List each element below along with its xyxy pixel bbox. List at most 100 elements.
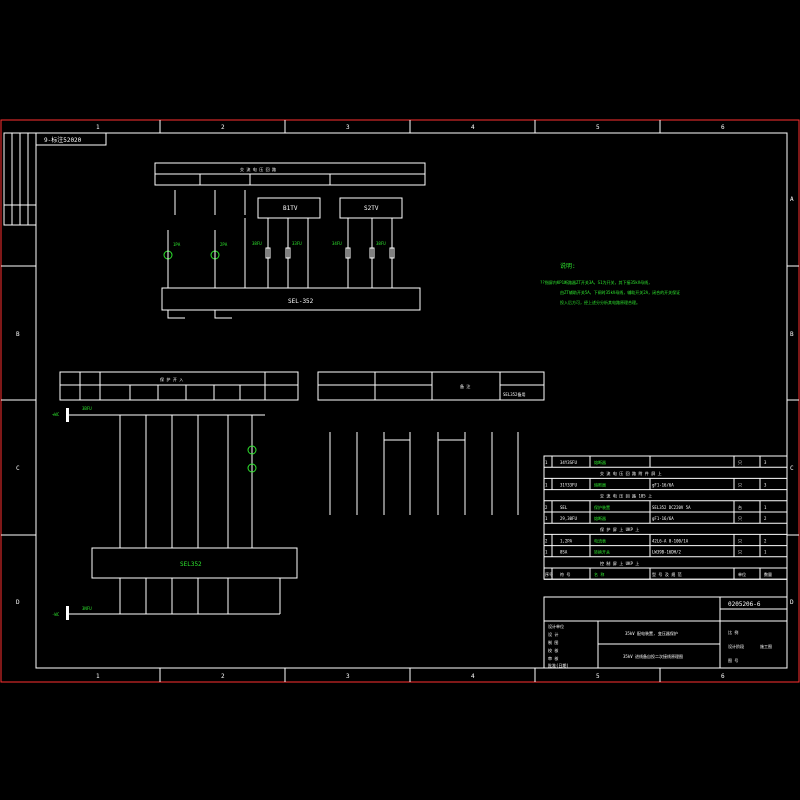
notes-block: 说明: ??指屏内KP1断路器ZT开关3A，S1为开关，其下接35kV母线， 由… bbox=[540, 262, 680, 305]
stamp-text: 9-标注52020 bbox=[44, 136, 82, 144]
tb-left-row: 设计单位 bbox=[548, 623, 564, 629]
bom-cell-unit: 台 bbox=[738, 504, 742, 510]
bom-cell-spec: 保 护 屏 上 UKP 上 bbox=[600, 526, 639, 532]
stamp-block: 9-标注52020 bbox=[3, 132, 107, 226]
col-label-top: 1 bbox=[96, 124, 100, 131]
left-header: 保 护 开 入 bbox=[160, 376, 183, 382]
ammeter-label: 2PA bbox=[220, 242, 228, 247]
row-label-right: C bbox=[790, 465, 794, 472]
fuse-label: 33FU bbox=[292, 241, 302, 246]
bom-cell-spec: gF1-16/6A bbox=[652, 516, 674, 521]
bom-cell-spec: LW39B-16DH/2 bbox=[652, 550, 681, 555]
bom-cell-spec: 交 流 电 压 回 路 105 上 bbox=[600, 493, 652, 499]
bom-cell-qty: 数量 bbox=[764, 571, 772, 577]
bom-cell-unit: 只 bbox=[738, 516, 742, 521]
tb-left-row: 设 计 bbox=[548, 631, 558, 637]
ac-voltage-circuit: 交 流 电 压 回 路 B1TV S2TV 1PA 2PA 38FU 33FU … bbox=[154, 162, 426, 319]
col-label-bottom: 4 bbox=[471, 673, 475, 680]
ac-header: 交 流 电 压 回 路 bbox=[240, 166, 276, 172]
bom-cell-spec: SEL352 DC220V 5A bbox=[652, 505, 691, 510]
bom-cell-unit: 只 bbox=[738, 550, 742, 555]
notes-line: 投入后方可，经上述分分析其电路原理合理。 bbox=[560, 299, 640, 305]
bom-cell-code: SEL bbox=[560, 505, 568, 510]
bom-cell-qty: 1 bbox=[764, 505, 767, 510]
notes-line: ??指屏内KP1断路器ZT开关3A，S1为开关，其下接35kV母线， bbox=[540, 279, 652, 285]
bom-cell-qty: 3 bbox=[764, 460, 767, 465]
relay-label-left: SEL352 bbox=[180, 561, 202, 568]
row-label-right: B bbox=[790, 331, 794, 338]
col-label-top: 4 bbox=[471, 124, 475, 131]
grid-ticks bbox=[1, 120, 799, 682]
notes-line: 由ZT辅助开关5A，下闸时35kV母线，辅助开关2A，闭合的开关保证 bbox=[560, 289, 680, 295]
tb-left-row: 批准(日期) bbox=[548, 662, 569, 668]
col-label-bottom: 3 bbox=[346, 673, 350, 680]
col-label-bottom: 1 bbox=[96, 673, 100, 680]
bom-cell-name: 名 称 bbox=[594, 571, 604, 577]
mid-header: 备 注 bbox=[460, 383, 470, 389]
drawing-number: 0205206-6 bbox=[728, 601, 761, 608]
bom-cell-no: 1 bbox=[545, 460, 548, 465]
fuse-bottom-label: 3NFU bbox=[82, 606, 92, 611]
bom-cell-spec: 型 号 及 规 范 bbox=[652, 571, 682, 577]
fuse-top-label: 3BFU bbox=[82, 406, 92, 411]
relay-label-top: SEL-352 bbox=[288, 298, 314, 305]
grid-labels: 1 2 3 4 5 6 1 2 3 4 5 6 A B C D B C D bbox=[16, 124, 794, 680]
col-label-bottom: 2 bbox=[221, 673, 225, 680]
bus-bottom-label: -WC bbox=[52, 612, 60, 617]
tb-right-row: 设计阶段 bbox=[728, 643, 744, 649]
tb-left-row: 校 核 bbox=[548, 647, 558, 653]
mid-right-header: SEL352备用 bbox=[503, 391, 525, 397]
row-label-right: D bbox=[790, 599, 794, 606]
bom-cell-name: 保护装置 bbox=[594, 504, 610, 510]
bom-cell-spec: 42L6-A 0-100/1A bbox=[652, 538, 689, 543]
bom-cell-name: 电流表 bbox=[594, 537, 606, 543]
col-label-top: 2 bbox=[221, 124, 225, 131]
bom-cell-code: 31Y33FU bbox=[560, 482, 577, 487]
bom-cell-unit: 只 bbox=[738, 460, 742, 465]
bom-cell-no: 1 bbox=[545, 550, 548, 555]
bom-cell-code: 34Y3SFU bbox=[560, 460, 577, 465]
row-label-left: C bbox=[16, 465, 20, 472]
pt-right-label: S2TV bbox=[364, 205, 379, 212]
title-line2: 35kV 进线备自投二次接线原理图 bbox=[623, 653, 683, 659]
col-label-top: 5 bbox=[596, 124, 600, 131]
col-label-bottom: 6 bbox=[721, 673, 725, 680]
bom-cell-no: 1 bbox=[545, 482, 548, 487]
mid-circuit: 备 注 SEL352备用 bbox=[317, 371, 545, 515]
bom-cell-spec: 控 制 屏 上 UKP 上 bbox=[600, 560, 639, 566]
tb-left-row: 审 核 bbox=[548, 655, 558, 661]
bom-cell-no: 序号 bbox=[545, 571, 553, 577]
col-label-top: 3 bbox=[346, 124, 350, 131]
col-label-bottom: 5 bbox=[596, 673, 600, 680]
fuse-label: 34FU bbox=[332, 241, 342, 246]
bom-cell-name: 熔断器 bbox=[594, 515, 606, 521]
tb-left-row: 制 图 bbox=[548, 639, 558, 645]
tb-stage: 施工图 bbox=[760, 643, 772, 649]
bom-cell-no: 2 bbox=[545, 538, 548, 543]
left-control-circuit: 保 护 开 入 +WC 3BFU SEL352 -WC 3NFU bbox=[52, 371, 299, 620]
tb-right-row: 图 号 bbox=[728, 657, 738, 663]
bus-top-label: +WC bbox=[52, 412, 60, 417]
pt-left-label: B1TV bbox=[283, 205, 298, 212]
tb-right-row: 比 例 bbox=[728, 629, 738, 635]
bom-cell-qty: 2 bbox=[764, 516, 767, 521]
fuse-label: 38FU bbox=[376, 241, 386, 246]
bom-cell-qty: 2 bbox=[764, 538, 767, 543]
bom-cell-qty: 1 bbox=[764, 550, 767, 555]
bom-cell-unit: 只 bbox=[738, 538, 742, 543]
bom-cell-name: 熔断器 bbox=[594, 459, 606, 465]
bom-cell-code: 1,2PA bbox=[560, 538, 573, 543]
bom-cell-code: 符 号 bbox=[560, 571, 570, 577]
outer-frame bbox=[0, 119, 800, 683]
bom-cell-spec: 交 流 电 压 回 路 附 件 屏 上 bbox=[600, 470, 662, 476]
bom-cell-no: 1 bbox=[545, 516, 548, 521]
bom-cell-name: 熔断器 bbox=[594, 481, 606, 487]
col-label-top: 6 bbox=[721, 124, 725, 131]
notes-title: 说明: bbox=[560, 262, 576, 270]
bom-cell-name: 转换开关 bbox=[594, 549, 610, 555]
bom-cell-code: 29,30FU bbox=[560, 516, 577, 521]
ammeter-label: 1PA bbox=[173, 242, 181, 247]
bom-cell-qty: 3 bbox=[764, 482, 767, 487]
